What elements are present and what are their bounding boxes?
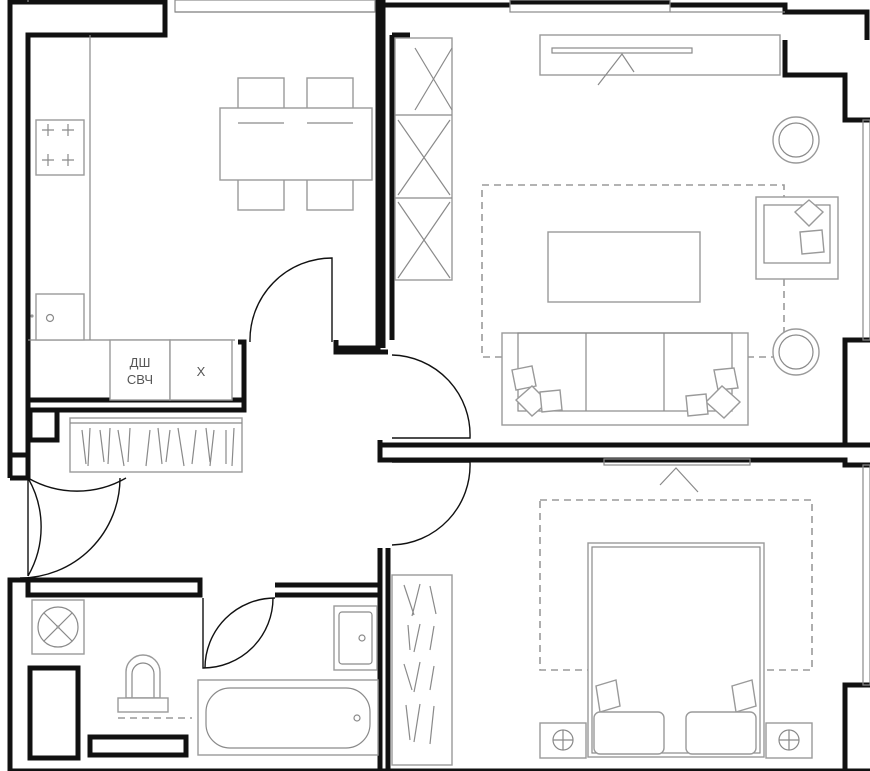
bathroom-sink-icon	[333, 605, 378, 671]
bath-door-arc	[204, 597, 276, 669]
corridor-left-jamb	[10, 455, 31, 481]
bathroom	[31, 597, 379, 756]
living-door-swing	[391, 354, 471, 439]
living-window	[509, 0, 671, 13]
dining-set	[219, 77, 373, 211]
kitchen-window	[174, 0, 376, 13]
windows	[174, 0, 870, 686]
kitchen-right-wall	[336, 0, 381, 351]
kitchen-sink-icon	[30, 293, 85, 341]
bathtub-icon	[197, 679, 379, 756]
closet-cross-icon	[397, 47, 453, 279]
living-room	[391, 34, 839, 439]
hall-wardrobe	[69, 417, 243, 473]
stove-hob-icon	[35, 119, 85, 176]
bed-icon	[587, 542, 765, 758]
plant-icon	[772, 328, 820, 376]
tv-view-lines	[597, 52, 635, 86]
kitchen: ДШ СВЧ X	[28, 35, 373, 401]
living-side-window	[862, 119, 870, 341]
sofa-icon	[501, 332, 749, 426]
nightstand-lamp-icon	[539, 722, 587, 759]
kitchen-outer-wall	[7, 0, 247, 478]
dining-table	[219, 107, 373, 181]
boiler-icon	[31, 599, 85, 655]
bedroom-tv-view-lines	[659, 467, 699, 493]
living-right-wall-bottom	[842, 337, 870, 448]
dishwasher-cabinet	[109, 339, 171, 401]
toilet-icon	[117, 654, 192, 719]
microwave-label: СВЧ	[127, 372, 153, 387]
living-bedroom-wall	[377, 440, 870, 468]
bedroom-side-window	[862, 464, 870, 686]
bedroom-right-wall	[842, 682, 870, 771]
armchair-icon	[755, 196, 839, 280]
fridge-cabinet	[169, 339, 233, 401]
nightstand-lamp-icon	[765, 722, 813, 759]
bedroom-door-swing	[391, 461, 471, 546]
bedroom-tv	[603, 458, 751, 466]
bathroom-top-wall	[7, 577, 203, 771]
bedroom	[391, 458, 813, 766]
living-right-wall-top	[782, 40, 870, 123]
toilet-door-swing	[202, 597, 274, 669]
hangers-icon	[81, 427, 235, 467]
bathroom-ledge	[87, 734, 189, 758]
bedroom-wardrobe	[391, 574, 453, 766]
dishwasher-label: ДШ	[130, 355, 151, 370]
bathroom-shaft	[27, 665, 81, 761]
entrance-door-swing	[27, 477, 127, 577]
kitchen-door-swing	[249, 257, 333, 343]
wardrobe-box	[69, 417, 243, 473]
walls	[7, 0, 870, 771]
kitchen-bottom-wall	[57, 342, 247, 413]
hangers-icon	[403, 583, 437, 745]
coffee-table	[547, 231, 701, 303]
kitchen-door-jamb	[333, 340, 388, 355]
shaft-box	[27, 407, 60, 443]
plant-icon	[772, 116, 820, 164]
entrance-door-arc	[19, 477, 121, 579]
tv-screen	[551, 47, 693, 54]
fridge-label: X	[197, 364, 206, 379]
kitchen-left-wall	[10, 400, 31, 458]
tv-stand	[539, 34, 781, 76]
